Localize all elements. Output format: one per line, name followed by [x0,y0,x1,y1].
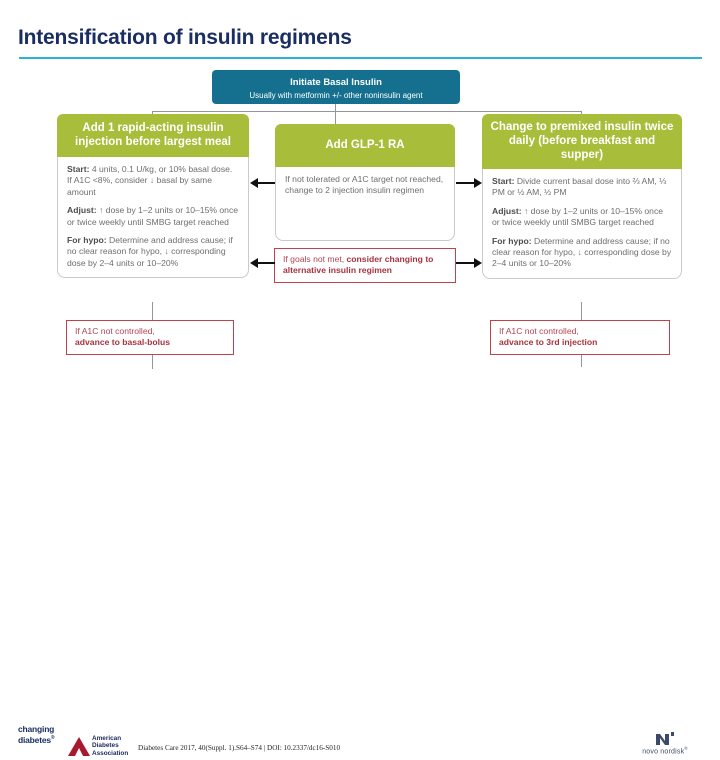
column-rapid-acting-header: Add 1 rapid-acting insulin injection bef… [57,114,249,157]
red-box-basal-bolus-lead: If A1C not controlled, [75,326,155,336]
citation-text: Diabetes Care 2017, 40(Suppl. 1).S64–S74… [138,744,341,752]
premixed-start-text: Divide current basal dose into ⅔ AM, ⅓ P… [492,176,667,198]
premixed-hypo-label: For hypo: [492,235,532,246]
column-premixed-header: Change to premixed insulin twice daily (… [482,114,682,169]
changing-diabetes-logo: changing diabetes® [18,724,55,745]
changing-diabetes-line2-wrap: diabetes® [18,734,55,745]
ada-logo-text: American Diabetes Association [92,735,128,757]
red-box-third-injection-lead: If A1C not controlled, [499,326,579,336]
connector-initiate-down [335,104,337,112]
premixed-hypo-text: Determine and address cause; if no clear… [492,235,672,269]
page-title: Intensification of insulin regimens [18,26,352,49]
novo-nordisk-name: novo nordisk [642,748,685,756]
arrow-stem-alt-to-rapid [258,261,275,264]
red-box-basal-bolus: If A1C not controlled, advance to basal-… [66,320,234,355]
arrow-stem-glp1-to-premixed [456,181,474,184]
arrow-left-glp1-to-rapid-icon [250,178,258,188]
premixed-hypo: For hypo: Determine and address cause; i… [492,236,672,270]
premixed-adjust: Adjust: ↑ dose by 1–2 units or 10–15% on… [492,206,672,229]
ada-line3: Association [92,749,129,757]
red-box-basal-bolus-bold: advance to basal-bolus [75,337,171,348]
arrow-right-alt-to-premixed-icon [474,258,482,268]
premixed-adjust-label: Adjust: [492,205,522,216]
insulin-intensification-flowchart: Initiate Basal Insulin Usually with metf… [0,62,720,369]
arrow-left-alt-to-rapid-icon [250,258,258,268]
apis-bull-icon [656,732,674,745]
novo-nordisk-wordmark: novo nordisk® [628,746,702,755]
registered-mark-icon: ® [50,734,55,741]
glp1-ra-note: If not tolerated or A1C target not reach… [285,174,444,196]
column-rapid-acting-card: Start: 4 units, 0.1 U/kg, or 10% basal d… [57,157,249,279]
column-premixed-card: Start: Divide current basal dose into ⅔ … [482,169,682,279]
novo-registered-mark-icon: ® [684,746,688,751]
connector-horizontal-bus [152,111,582,113]
initiate-basal-insulin-subtitle: Usually with metformin +/- other noninsu… [249,91,423,100]
ada-line1: American [92,735,122,742]
red-box-alternative-bold: consider changing to alternative insulin… [283,254,434,276]
novo-nordisk-logo: novo nordisk® [628,730,702,755]
connector-rapid-to-basal-bolus [152,302,154,320]
connector-basal-bolus-down [152,353,154,369]
connector-third-injection-down [581,353,583,367]
rapid-acting-start: Start: 4 units, 0.1 U/kg, or 10% basal d… [67,164,239,198]
ada-triangle-notch-icon [75,748,83,756]
rapid-acting-adjust: Adjust: ↑ dose by 1–2 units or 10–15% on… [67,205,239,228]
changing-diabetes-line2: diabetes [18,734,51,745]
rapid-acting-adjust-text: ↑ dose by 1–2 units or 10–15% once or tw… [67,205,239,227]
title-underline-rule [19,57,702,59]
column-glp1-ra-header: Add GLP-1 RA [275,124,455,167]
rapid-acting-hypo: For hypo: Determine and address cause; i… [67,235,239,269]
connector-premixed-to-third [581,302,583,320]
column-rapid-acting: Add 1 rapid-acting insulin injection bef… [57,114,249,279]
rapid-acting-start-label: Start: [67,164,90,174]
changing-diabetes-line1: changing [18,724,55,734]
rapid-acting-hypo-label: For hypo: [67,235,107,246]
arrow-right-glp1-to-premixed-icon [474,178,482,188]
arrow-stem-glp1-to-rapid [258,181,275,184]
premixed-adjust-text: ↑ dose by 1–2 units or 10–15% once or tw… [492,205,664,228]
column-premixed: Change to premixed insulin twice daily (… [482,114,682,279]
american-diabetes-association-logo: American Diabetes Association [68,734,138,760]
rapid-acting-hypo-text: Determine and address cause; if no clear… [67,235,233,268]
slide-footer: changing diabetes® American Diabetes Ass… [0,361,720,757]
ada-line2: Diabetes [92,742,119,750]
rapid-acting-start-text: 4 units, 0.1 U/kg, or 10% basal dose. If… [67,164,233,197]
rapid-acting-adjust-label: Adjust: [67,205,97,216]
initiate-basal-insulin-box: Initiate Basal Insulin Usually with metf… [212,70,460,104]
red-box-alternative-lead: If goals not met, [283,254,347,264]
premixed-start-label: Start: [492,176,515,186]
initiate-basal-insulin-title: Initiate Basal Insulin [290,77,382,88]
connector-down-mid-col [335,111,337,134]
red-box-third-injection: If A1C not controlled, advance to 3rd in… [490,320,670,355]
red-box-alternative-regimen: If goals not met, consider changing to a… [274,248,456,283]
column-glp1-ra-card: If not tolerated or A1C target not reach… [275,167,455,241]
column-glp1-ra: Add GLP-1 RA If not tolerated or A1C tar… [275,114,455,241]
arrow-stem-alt-to-premixed [456,261,474,264]
premixed-start: Start: Divide current basal dose into ⅔ … [492,176,672,199]
red-box-third-injection-bold: advance to 3rd injection [499,337,598,348]
